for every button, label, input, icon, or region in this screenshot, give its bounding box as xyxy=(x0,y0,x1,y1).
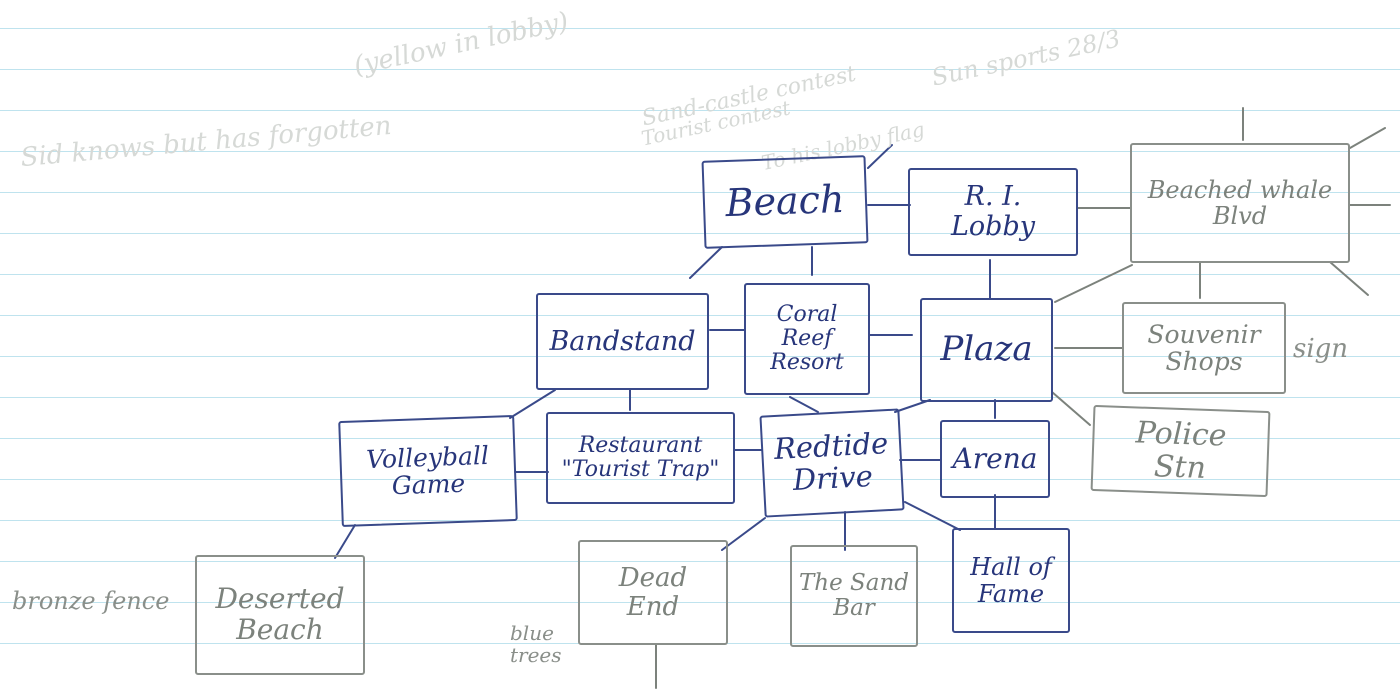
link-beach-diag xyxy=(867,144,893,169)
room-volleyball-game: Volleyball Game xyxy=(338,414,518,528)
room-bandstand: Bandstand xyxy=(536,293,709,390)
room-sand-bar: The Sand Bar xyxy=(790,545,918,647)
link-bandstand-volley xyxy=(509,389,556,419)
room-beach: Beach xyxy=(701,155,869,249)
room-restaurant: Restaurant "Tourist Trap" xyxy=(546,412,735,504)
link-volley-deserted xyxy=(334,524,356,559)
link-plaza-redtide xyxy=(894,399,931,413)
room-beached-whale-blvd: Beached whale Blvd xyxy=(1130,143,1350,263)
link-redtide-deadend xyxy=(721,517,766,551)
annotation-blue-trees: blue trees xyxy=(510,621,562,667)
room-deserted-beach: Deserted Beach xyxy=(195,555,365,675)
link-coral-redtide xyxy=(789,396,819,413)
room-police-stn: Police Stn xyxy=(1090,404,1271,498)
room-souvenir-shops: Souvenir Shops xyxy=(1122,302,1286,394)
link-plaza-police xyxy=(1051,391,1091,426)
room-ri-lobby: R. I. Lobby xyxy=(908,168,1078,256)
link-whale-right xyxy=(1349,127,1386,149)
room-plaza: Plaza xyxy=(920,298,1053,402)
link-beach-bandstand xyxy=(689,246,723,279)
annotation-sign: sign xyxy=(1293,334,1349,364)
annotation-bronze-fence: bronze fence xyxy=(12,587,170,615)
link-redtide-hall xyxy=(904,501,961,531)
room-hall-of-fame: Hall of Fame xyxy=(952,528,1070,633)
link-whale-downright xyxy=(1329,261,1369,296)
room-coral-reef-resort: Coral Reef Resort xyxy=(744,283,870,395)
link-whale-plaza xyxy=(1054,264,1133,303)
room-arena: Arena xyxy=(940,420,1050,498)
room-dead-end: Dead End xyxy=(578,540,728,645)
room-redtide-drive: Redtide Drive xyxy=(759,408,905,518)
